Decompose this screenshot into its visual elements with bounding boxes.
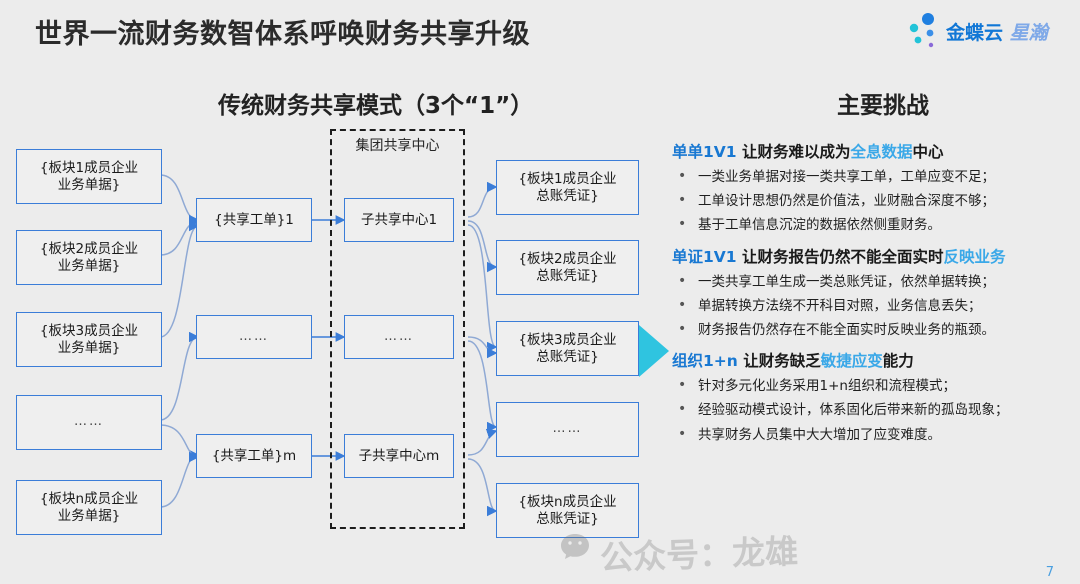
list-item: 工单设计思想仍然是价值法，业财融合深度不够； [672, 192, 1080, 209]
challenge-bullets: 一类业务单据对接一类共享工单，工单应变不足； 工单设计思想仍然是价值法，业财融合… [672, 168, 1080, 234]
logo-main: 金蝶云 [946, 22, 1004, 44]
challenge-block: 单证1V1 让财务报告仍然不能全面实时反映业务 一类共享工单生成一类总账凭证，依… [672, 245, 1080, 339]
diagram-title: 传统财务共享模式（3个“1”） [218, 93, 534, 119]
voucher-node[interactable]: {板块2成员企业总账凭证} [496, 240, 639, 295]
order-node[interactable]: {共享工单}1 [196, 198, 312, 242]
source-node[interactable]: {板块n成员企业业务单据} [16, 480, 162, 535]
list-item: 经验驱动模式设计，体系固化后带来新的孤岛现象； [672, 401, 1080, 418]
challenge-head-pre: 让财务报告仍然不能全面实时 [736, 247, 944, 266]
connector-lines [159, 174, 498, 517]
group-shared-center-label: 集团共享中心 [355, 138, 440, 154]
list-item: 共享财务人员集中大大增加了应变难度。 [672, 425, 1080, 443]
logo-sub: 星瀚 [1009, 22, 1048, 44]
page-number: 7 [1045, 565, 1054, 580]
list-item: 针对多元化业务采用1+n组织和流程模式； [672, 377, 1080, 394]
challenge-block: 组织1+n 让财务缺乏敏捷应变能力 针对多元化业务采用1+n组织和流程模式； 经… [672, 349, 1080, 443]
challenge-heading: 单证1V1 让财务报告仍然不能全面实时反映业务 [672, 245, 1080, 267]
source-node[interactable]: {板块3成员企业业务单据} [16, 312, 162, 367]
order-node[interactable]: {共享工单}m [196, 434, 312, 478]
center-node-ellipsis[interactable]: …… [344, 315, 454, 359]
challenge-head-post: 中心 [912, 143, 944, 161]
challenge-highlight: 反映业务 [943, 247, 1006, 266]
challenge-head-pre: 让财务难以成为 [736, 143, 851, 161]
challenge-key: 组织1+n [672, 352, 738, 371]
voucher-node[interactable]: {板块3成员企业总账凭证} [496, 321, 639, 376]
voucher-node[interactable]: {板块1成员企业总账凭证} [496, 160, 639, 215]
challenges-title: 主要挑战 [837, 93, 929, 119]
source-node-ellipsis[interactable]: …… [16, 395, 162, 450]
challenge-heading: 组织1+n 让财务缺乏敏捷应变能力 [672, 349, 1080, 371]
dot-cluster-icon [909, 13, 934, 48]
brand-logo: 金蝶云 星瀚 [906, 10, 1066, 52]
order-node-ellipsis[interactable]: …… [196, 315, 312, 359]
source-node[interactable]: {板块1成员企业业务单据} [16, 149, 162, 204]
challenge-key: 单证1V1 [672, 247, 737, 266]
cyan-triangle-arrow [639, 325, 669, 377]
challenge-block: 单单1V1 让财务难以成为全息数据中心 一类业务单据对接一类共享工单，工单应变不… [672, 140, 1080, 234]
challenge-bullets: 一类共享工单生成一类总账凭证，依然单据转换； 单据转换方法绕不开科目对照，业务信… [672, 273, 1080, 339]
logo-text: 金蝶云 星瀚 [946, 18, 1048, 45]
challenge-head-pre: 让财务缺乏 [737, 352, 821, 371]
voucher-node[interactable]: {板块n成员企业总账凭证} [496, 483, 639, 538]
list-item: 一类共享工单生成一类总账凭证，依然单据转换； [672, 273, 1080, 290]
challenge-bullets: 针对多元化业务采用1+n组织和流程模式； 经验驱动模式设计，体系固化后带来新的孤… [672, 377, 1080, 443]
challenges-panel: 单单1V1 让财务难以成为全息数据中心 一类业务单据对接一类共享工单，工单应变不… [672, 140, 1080, 454]
center-node[interactable]: 子共享中心1 [344, 198, 454, 242]
source-node[interactable]: {板块2成员企业业务单据} [16, 230, 162, 285]
challenge-head-post: 能力 [882, 352, 914, 371]
challenge-key: 单单1V1 [672, 143, 737, 161]
list-item: 财务报告仍然存在不能全面实时反映业务的瓶颈。 [672, 321, 1080, 338]
slide-header: 世界一流财务数智体系呼唤财务共享升级 金蝶云 星瀚 [0, 0, 1080, 62]
center-node[interactable]: 子共享中心m [344, 434, 454, 478]
page-title: 世界一流财务数智体系呼唤财务共享升级 [35, 19, 530, 50]
group-shared-center-box [330, 129, 465, 529]
challenge-highlight: 全息数据 [850, 143, 913, 161]
voucher-node-ellipsis[interactable]: …… [496, 402, 639, 457]
list-item: 单据转换方法绕不开科目对照，业务信息丢失； [672, 297, 1080, 314]
list-item: 一类业务单据对接一类共享工单，工单应变不足； [672, 168, 1080, 185]
list-item: 基于工单信息沉淀的数据依然侧重财务。 [672, 216, 1080, 233]
challenge-highlight: 敏捷应变 [820, 352, 883, 371]
challenge-heading: 单单1V1 让财务难以成为全息数据中心 [672, 140, 1080, 162]
flow-diagram: 集团共享中心 {板块1成员企业业务单据} {板块2成员企业业务单据} {板块3成… [0, 125, 670, 565]
